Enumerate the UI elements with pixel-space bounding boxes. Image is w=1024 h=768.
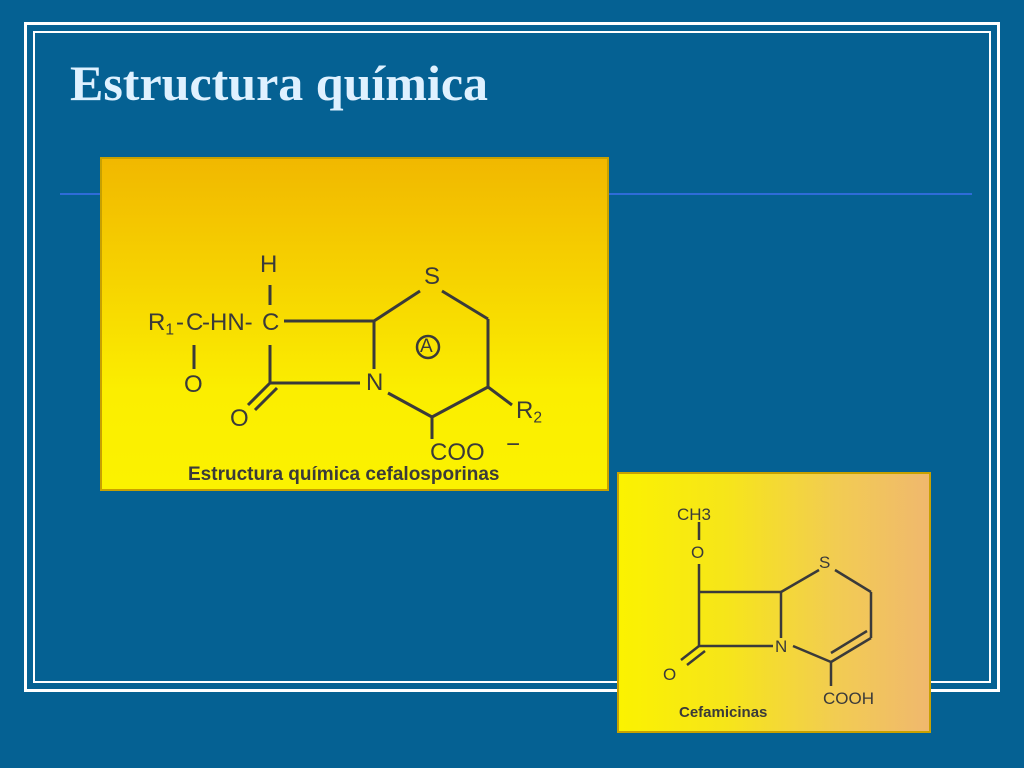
atom-c-beta: C: [262, 309, 280, 336]
atom-s: S: [424, 263, 441, 290]
cefalosporinas-caption: Estructura química cefalosporinas: [188, 464, 500, 485]
slide-title: Estructura química: [70, 55, 489, 111]
methyl-ch3: CH3: [677, 505, 712, 524]
cefalosporinas-structure-image: H R1 - C -HN- C O O N S A R2 COO − Estru…: [100, 157, 609, 491]
slide-inner-frame: [33, 31, 991, 683]
carboxylic-acid: COOH: [823, 689, 874, 708]
ring-a-label: A: [420, 336, 433, 357]
atom-c-alpha: C: [186, 309, 204, 336]
cefamicinas-caption: Cefamicinas: [679, 704, 768, 721]
atom-n: N: [775, 637, 788, 656]
atom-o-lactam: O: [230, 405, 249, 432]
atom-o-lactam: O: [663, 665, 677, 684]
atom-s: S: [819, 553, 831, 572]
cefamicinas-structure-image: CH3 O S N O COOH Cefamicinas: [617, 472, 931, 733]
atom-o-methoxy: O: [691, 543, 705, 562]
cefamicinas-bonds: [680, 522, 873, 686]
amide-hn: -HN-: [202, 309, 253, 336]
dash-r1: -: [176, 309, 184, 336]
carboxylate: COO: [430, 439, 485, 466]
atom-h: H: [260, 251, 278, 278]
r1-group: R1: [148, 309, 175, 339]
atom-n: N: [366, 369, 384, 396]
r2-group: R2: [516, 397, 543, 427]
negative-charge: −: [506, 431, 521, 458]
cefalosporinas-bonds: [192, 285, 513, 439]
slide-outer-frame: [24, 22, 1000, 692]
atom-o-acyl: O: [184, 371, 203, 398]
